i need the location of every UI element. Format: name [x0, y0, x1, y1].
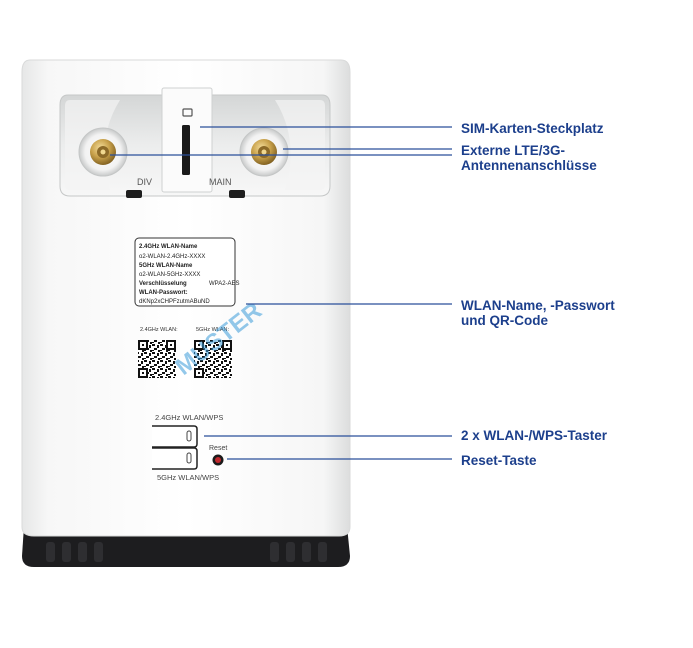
callout-wps-buttons: 2 x WLAN-/WPS-Taster: [461, 428, 607, 443]
svg-text:WLAN-Passwort:: WLAN-Passwort:: [139, 290, 188, 296]
base-vent-slots: [46, 542, 327, 562]
antenna-connector-div[interactable]: [78, 127, 128, 177]
qr-label-5ghz: 5GHz WLAN:: [196, 327, 229, 333]
callout-wps-text: 2 x WLAN-/WPS-Taster: [461, 428, 608, 443]
svg-text:WPA2-AES: WPA2-AES: [209, 281, 240, 287]
sim-card-icon: [182, 108, 193, 117]
svg-text:o2-WLAN-5GHz-XXXX: o2-WLAN-5GHz-XXXX: [139, 272, 200, 278]
sim-card-slot[interactable]: [182, 125, 190, 175]
leader-lines: [110, 126, 452, 460]
wps-button-5ghz[interactable]: [152, 447, 198, 470]
callout-wlan-line2: und QR-Code: [461, 313, 548, 328]
info-label-lines: 2.4GHz WLAN-Name o2-WLAN-2.4GHz-XXXX 5GH…: [139, 244, 240, 305]
callout-wlan-label: WLAN-Name, -Passwort und QR-Code: [461, 298, 615, 328]
svg-text:5GHz WLAN-Name: 5GHz WLAN-Name: [139, 263, 193, 269]
callout-antenna-line1: Externe LTE/3G-: [461, 143, 566, 158]
wps-button-24ghz[interactable]: [152, 425, 198, 448]
reset-label: Reset: [209, 445, 227, 452]
qr-code-24ghz: [138, 340, 176, 378]
port-label-div: DIV: [137, 177, 152, 187]
svg-text:dKNp2xCHPFzutmABuND: dKNp2xCHPFzutmABuND: [139, 299, 210, 305]
qr-label-24ghz: 2.4GHz WLAN:: [140, 327, 178, 333]
reset-button[interactable]: [212, 454, 224, 466]
port-label-main: MAIN: [209, 177, 232, 187]
callout-sim-text: SIM-Karten-Steckplatz: [461, 121, 604, 136]
recess-notch-left: [126, 190, 142, 198]
callout-reset-text: Reset-Taste: [461, 453, 537, 468]
antenna-connector-main[interactable]: [239, 127, 289, 177]
wps-label-5ghz: 5GHz WLAN/WPS: [157, 473, 219, 482]
qr-code-5ghz: [194, 340, 232, 378]
callout-antenna-ports: Externe LTE/3G- Antennenanschlüsse: [461, 143, 597, 173]
recess-notch-right: [229, 190, 245, 198]
svg-text:Verschlüsselung: Verschlüsselung: [139, 281, 187, 287]
callout-antenna-line2: Antennenanschlüsse: [461, 158, 597, 173]
svg-text:2.4GHz WLAN-Name: 2.4GHz WLAN-Name: [139, 244, 198, 250]
callout-wlan-line1: WLAN-Name, -Passwort: [461, 298, 615, 313]
svg-text:o2-WLAN-2.4GHz-XXXX: o2-WLAN-2.4GHz-XXXX: [139, 254, 205, 260]
info-label: [134, 237, 236, 307]
wps-label-24ghz: 2.4GHz WLAN/WPS: [155, 413, 223, 422]
callout-reset-button: Reset-Taste: [461, 453, 537, 468]
callout-sim-slot: SIM-Karten-Steckplatz: [461, 121, 604, 136]
